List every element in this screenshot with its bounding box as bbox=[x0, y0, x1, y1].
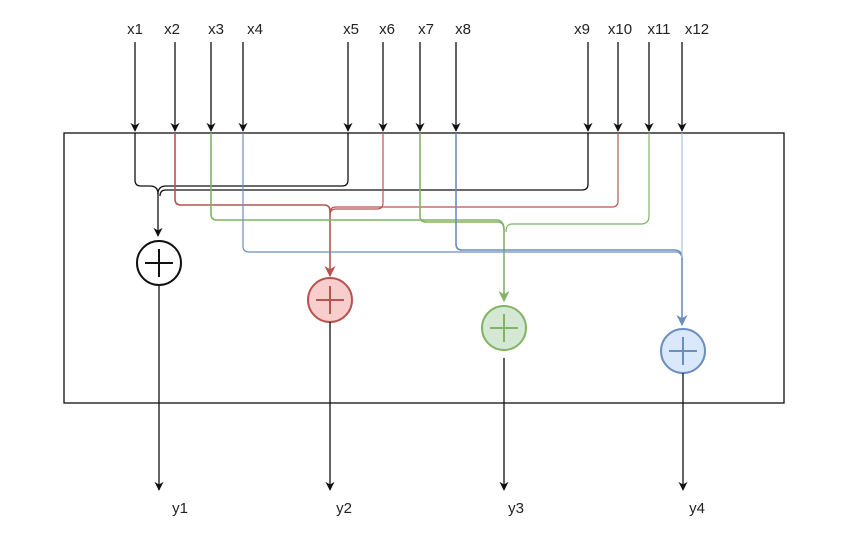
wire-x5 bbox=[157, 133, 349, 195]
label-x5: x5 bbox=[343, 21, 359, 38]
label-x2: x2 bbox=[164, 21, 180, 38]
adder-4 bbox=[660, 328, 706, 374]
label-x12: x12 bbox=[685, 21, 709, 38]
label-x8: x8 bbox=[455, 21, 471, 38]
label-y1: y1 bbox=[172, 500, 188, 517]
adder-1 bbox=[136, 240, 182, 286]
wire-x2 bbox=[174, 133, 336, 278]
adder-2 bbox=[307, 277, 353, 323]
label-y3: y3 bbox=[508, 500, 524, 517]
input-arrows bbox=[130, 42, 687, 132]
wire-x1 bbox=[134, 133, 163, 237]
wire-x8 bbox=[455, 133, 688, 327]
input-labels: x1 x2 x3 x4 x5 x6 x7 x8 x9 x10 x11 x12 bbox=[127, 21, 709, 38]
label-x9: x9 bbox=[574, 21, 590, 38]
label-x11: x11 bbox=[647, 21, 670, 38]
wire-x7 bbox=[419, 133, 505, 231]
wire-x11 bbox=[505, 133, 650, 233]
adder-3 bbox=[481, 305, 527, 351]
wires-black bbox=[134, 133, 589, 237]
label-x3: x3 bbox=[208, 21, 224, 38]
processing-block bbox=[63, 132, 785, 404]
output-arrows bbox=[154, 285, 688, 491]
wire-x10 bbox=[329, 133, 619, 214]
wire-x3 bbox=[210, 133, 510, 303]
label-x4: x4 bbox=[247, 21, 263, 38]
wires-blue bbox=[242, 133, 688, 327]
wires-green bbox=[210, 133, 650, 303]
wire-x6 bbox=[329, 133, 384, 216]
label-x7: x7 bbox=[418, 21, 434, 38]
output-labels: y1 y2 y3 y4 bbox=[172, 500, 705, 517]
label-y2: y2 bbox=[336, 500, 352, 517]
wire-x4 bbox=[242, 133, 683, 261]
label-x6: x6 bbox=[379, 21, 395, 38]
wires-red bbox=[174, 133, 619, 278]
label-x10: x10 bbox=[608, 21, 632, 38]
label-x1: x1 bbox=[127, 21, 143, 38]
label-y4: y4 bbox=[689, 500, 705, 517]
wire-x9 bbox=[159, 133, 589, 197]
